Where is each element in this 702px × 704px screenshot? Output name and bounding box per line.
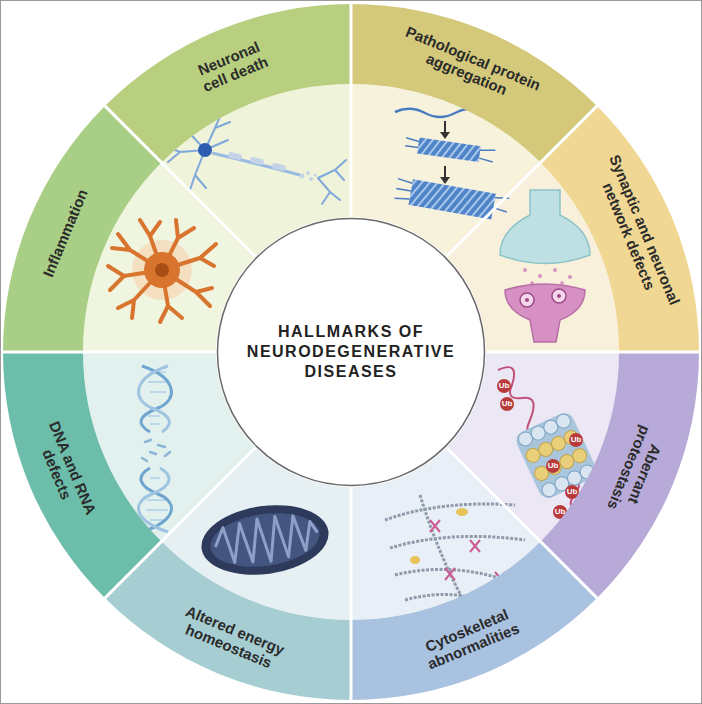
separator-line	[105, 106, 256, 257]
hallmark-label: Neuronal cell death	[184, 33, 280, 99]
sector-fill	[66, 67, 636, 637]
band-sector	[541, 106, 699, 352]
hallmark-label: Inflammation	[30, 165, 99, 301]
mitochondrion-illustration	[197, 497, 333, 582]
hallmark-label: Aberrant proteostasis	[601, 413, 675, 528]
band-sector	[351, 542, 597, 700]
center-circle: HALLMARKS OF NEURODEGENERATIVE DISEASES	[216, 217, 486, 487]
band-sector	[541, 352, 699, 598]
protein-aggregation-illustration	[394, 109, 510, 222]
ubiquitin-tag: Ub	[499, 382, 510, 390]
ubiquitin-tag: Ub	[571, 436, 582, 444]
synapse-illustration	[500, 190, 590, 342]
separator-line	[447, 106, 598, 257]
band-sector	[3, 352, 161, 598]
glial-cell-illustration	[108, 220, 216, 322]
ubiquitin-tag: Ub	[548, 462, 559, 470]
sector-fill	[150, 151, 553, 554]
hallmark-label: DNA and RNA defects	[27, 411, 102, 530]
hallmark-label: Synaptic and neuronal network defects	[588, 146, 686, 321]
cytoskeleton-illustration	[385, 495, 525, 612]
center-text-wrap: HALLMARKS OF NEURODEGENERATIVE DISEASES	[216, 217, 486, 487]
neuron-illustration	[165, 112, 346, 204]
sector-fill	[66, 67, 636, 637]
hallmark-label: Cytoskeletal abnormalities	[410, 601, 529, 676]
band-sector	[351, 4, 597, 162]
dna-illustration	[139, 366, 172, 532]
hallmark-label: Pathological protein aggregation	[387, 18, 552, 113]
inner-sectors	[66, 67, 636, 637]
band-sector	[3, 106, 161, 352]
separator-line	[3, 351, 216, 354]
ubiquitin-tag: Ub	[567, 488, 578, 496]
sector-fill	[66, 67, 636, 637]
separator-line	[105, 448, 256, 599]
circle-shape	[218, 219, 485, 486]
band-sector	[105, 4, 351, 162]
center-title: HALLMARKS OF NEURODEGENERATIVE DISEASES	[236, 322, 466, 382]
separator-line	[350, 487, 353, 700]
ubiquitin-tag: Ub	[555, 508, 566, 516]
hallmark-label: Altered energy homeostasis	[168, 599, 296, 678]
ubiquitin-tag: Ub	[502, 400, 513, 408]
separator-line	[447, 448, 598, 599]
sector-fill	[66, 67, 636, 637]
band-sector	[105, 542, 351, 700]
proteasome-illustration	[497, 367, 600, 548]
separator-line	[350, 4, 353, 217]
separator-line	[486, 351, 699, 354]
